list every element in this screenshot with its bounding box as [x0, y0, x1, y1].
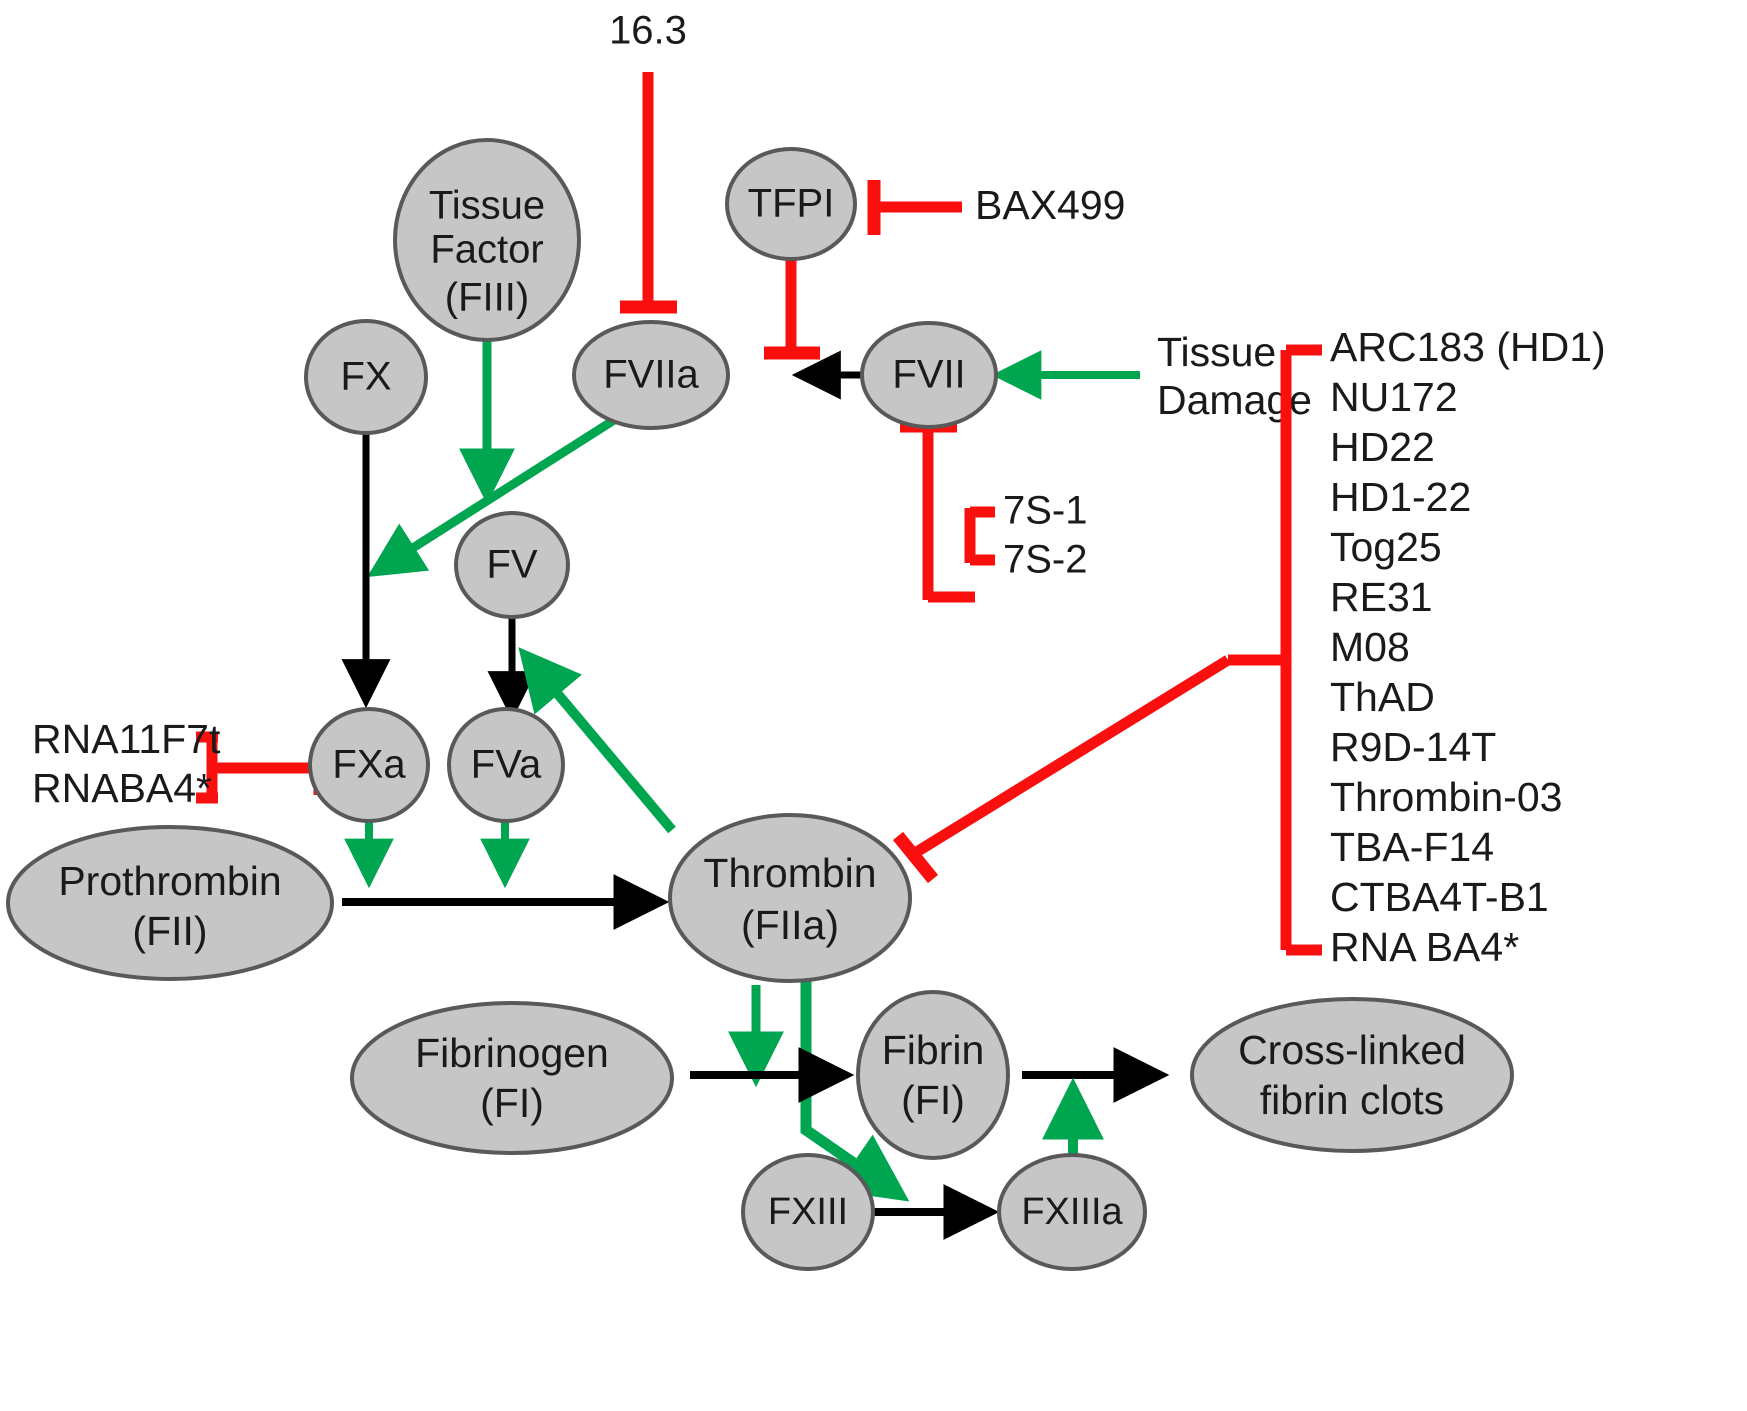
node-fx[interactable]: FX [304, 319, 428, 435]
node-fibrin-line2: (FI) [901, 1077, 965, 1123]
label-rna11f7t: RNA11F7t [32, 716, 221, 762]
node-fv-label: FV [486, 543, 537, 587]
node-fv[interactable]: FV [454, 511, 570, 619]
label-7s-1: 7S-1 [1003, 489, 1088, 533]
inhibition-bax499-to-tfpi [867, 180, 962, 235]
label-bax499: BAX499 [975, 182, 1125, 228]
node-fxiiia-label: FXIIIa [1021, 1191, 1123, 1233]
node-thrombin-line2: (FIIa) [741, 902, 839, 948]
node-tissue-factor-line2: Factor [430, 228, 543, 272]
node-prothrombin-line2: (FII) [132, 908, 207, 954]
label-aptamer-16-3: 16.3 [609, 9, 687, 53]
aptamer-item: RE31 [1330, 574, 1433, 620]
node-fviia[interactable]: FVIIa [572, 320, 730, 430]
aptamer-item: RNA BA4* [1330, 924, 1519, 970]
node-prothrombin-line1: Prothrombin [58, 858, 281, 904]
aptamer-item: Thrombin-03 [1330, 774, 1562, 820]
node-fxiii[interactable]: FXIII [741, 1153, 875, 1271]
aptamer-item: M08 [1330, 624, 1410, 670]
node-fvii[interactable]: FVII [860, 321, 998, 429]
node-prothrombin[interactable]: Prothrombin (FII) [6, 825, 334, 981]
arrow-fviia-to-fxa [367, 411, 625, 577]
label-rnaba4: RNABA4* [32, 765, 212, 811]
arrow-thrombin-to-fxiii [800, 980, 910, 1202]
aptamer-item: CTBA4T-B1 [1330, 874, 1549, 920]
node-fx-label: FX [340, 355, 391, 399]
node-fvii-label: FVII [892, 353, 965, 397]
aptamer-item: HD1-22 [1330, 474, 1471, 520]
aptamer-item: ARC183 (HD1) [1330, 324, 1606, 370]
arrow-thrombin-to-fv [518, 647, 676, 834]
node-thrombin[interactable]: Thrombin (FIIa) [668, 813, 912, 983]
aptamer-item: Tog25 [1330, 524, 1442, 570]
node-fibrin[interactable]: Fibrin (FI) [856, 990, 1010, 1160]
aptamer-item: NU172 [1330, 374, 1458, 420]
aptamer-item: TBA-F14 [1330, 824, 1494, 870]
node-crosslinked-line1: Cross-linked [1238, 1027, 1466, 1073]
label-tissue-damage-line1: Tissue [1157, 329, 1276, 375]
aptamer-item: ThAD [1330, 674, 1435, 720]
node-fxiii-label: FXIII [768, 1191, 848, 1233]
node-fibrinogen-line1: Fibrinogen [415, 1030, 609, 1076]
node-fibrinogen[interactable]: Fibrinogen (FI) [350, 1001, 674, 1155]
label-7s-2: 7S-2 [1003, 538, 1088, 582]
node-fxa[interactable]: FXa [308, 707, 430, 823]
node-thrombin-line1: Thrombin [703, 850, 876, 896]
thrombin-aptamer-list: ARC183 (HD1)NU172HD22HD1-22Tog25RE31M08T… [1330, 324, 1606, 970]
inhibition-7s-to-fvii [900, 419, 995, 603]
node-fxa-label: FXa [332, 743, 406, 787]
inhibition-tfpi-to-fviia-arrow [764, 252, 820, 360]
node-crosslinked-line2: fibrin clots [1260, 1077, 1445, 1123]
node-fibrinogen-line2: (FI) [480, 1080, 544, 1126]
node-tissue-factor-line1: Tissue [429, 184, 545, 228]
aptamer-item: HD22 [1330, 424, 1435, 470]
aptamer-item: R9D-14T [1330, 724, 1496, 770]
node-fva[interactable]: FVa [447, 707, 565, 823]
node-fibrin-line1: Fibrin [882, 1027, 985, 1073]
node-tfpi[interactable]: TFPI [725, 147, 857, 261]
node-tissue-factor[interactable]: Tissue Factor (FIII) [393, 138, 581, 342]
node-fviia-label: FVIIa [603, 353, 699, 397]
node-fva-label: FVa [471, 743, 542, 787]
node-tfpi-label: TFPI [748, 182, 835, 226]
node-fxiiia[interactable]: FXIIIa [997, 1153, 1147, 1271]
inhibition-16-3-to-fviia [620, 72, 677, 314]
inhibition-aptamers-to-thrombin [892, 344, 1322, 956]
node-tissue-factor-line3: (FIII) [445, 276, 529, 320]
node-crosslinked-fibrin[interactable]: Cross-linked fibrin clots [1190, 997, 1514, 1153]
